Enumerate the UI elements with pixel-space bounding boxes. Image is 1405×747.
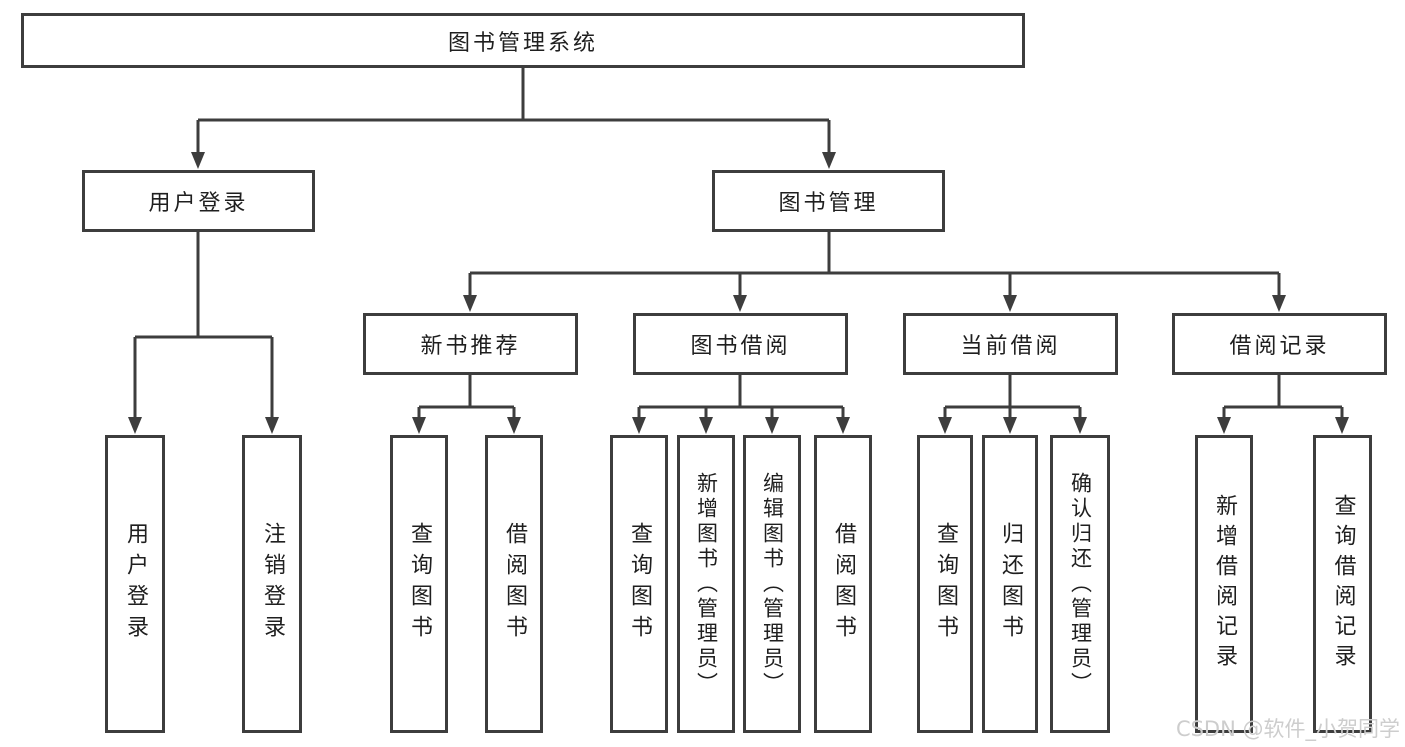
node-label: 用户登录 xyxy=(123,522,148,646)
leaf-query-borrow-record: 查询借阅记录 xyxy=(1313,435,1372,733)
node-root: 图书管理系统 xyxy=(21,13,1025,68)
node-label: 用户登录 xyxy=(148,191,249,216)
node-label: 查询图书 xyxy=(627,522,652,646)
leaf-borrow-books-borrowing: 借阅图书 xyxy=(814,435,872,733)
node-label: 借阅图书 xyxy=(831,522,856,646)
node-new-book-recommend: 新书推荐 xyxy=(363,313,578,375)
node-book-management: 图书管理 xyxy=(712,170,945,232)
node-current-borrowing: 当前借阅 xyxy=(903,313,1118,375)
leaf-add-books-admin: 新增图书（管理员） xyxy=(677,435,735,733)
leaf-query-books-current: 查询图书 xyxy=(917,435,973,733)
node-label: 查询图书 xyxy=(933,522,958,646)
node-label: 查询图书 xyxy=(407,522,432,646)
node-label: 图书管理系统 xyxy=(447,30,598,56)
node-label: 确认归还（管理员） xyxy=(1068,471,1093,697)
leaf-logout: 注销登录 xyxy=(242,435,302,733)
node-borrowing-records: 借阅记录 xyxy=(1172,313,1387,375)
node-label: 编辑图书（管理员） xyxy=(760,471,785,697)
leaf-add-borrow-record: 新增借阅记录 xyxy=(1195,435,1253,733)
leaf-query-books-borrowing: 查询图书 xyxy=(610,435,668,733)
leaf-query-books-recommend: 查询图书 xyxy=(390,435,448,733)
node-user-login-module: 用户登录 xyxy=(82,170,315,232)
leaf-user-login: 用户登录 xyxy=(105,435,165,733)
node-book-borrowing: 图书借阅 xyxy=(633,313,848,375)
node-label: 查询借阅记录 xyxy=(1330,494,1356,674)
leaf-return-books: 归还图书 xyxy=(982,435,1038,733)
node-label: 当前借阅 xyxy=(960,334,1061,359)
leaf-borrow-books-recommend: 借阅图书 xyxy=(485,435,543,733)
node-label: 新书推荐 xyxy=(420,334,521,359)
node-label: 图书管理 xyxy=(778,191,879,216)
node-label: 借阅记录 xyxy=(1229,334,1330,359)
leaf-edit-books-admin: 编辑图书（管理员） xyxy=(743,435,801,733)
node-label: 新增借阅记录 xyxy=(1212,494,1237,674)
node-label: 注销登录 xyxy=(260,522,285,646)
csdn-watermark: CSDN @软件_小贺同学 xyxy=(1175,717,1400,741)
node-label: 新增图书（管理员） xyxy=(694,471,719,697)
node-label: 归还图书 xyxy=(998,522,1023,646)
leaf-confirm-return-admin: 确认归还（管理员） xyxy=(1050,435,1110,733)
node-label: 借阅图书 xyxy=(502,522,527,646)
node-label: 图书借阅 xyxy=(690,334,791,359)
